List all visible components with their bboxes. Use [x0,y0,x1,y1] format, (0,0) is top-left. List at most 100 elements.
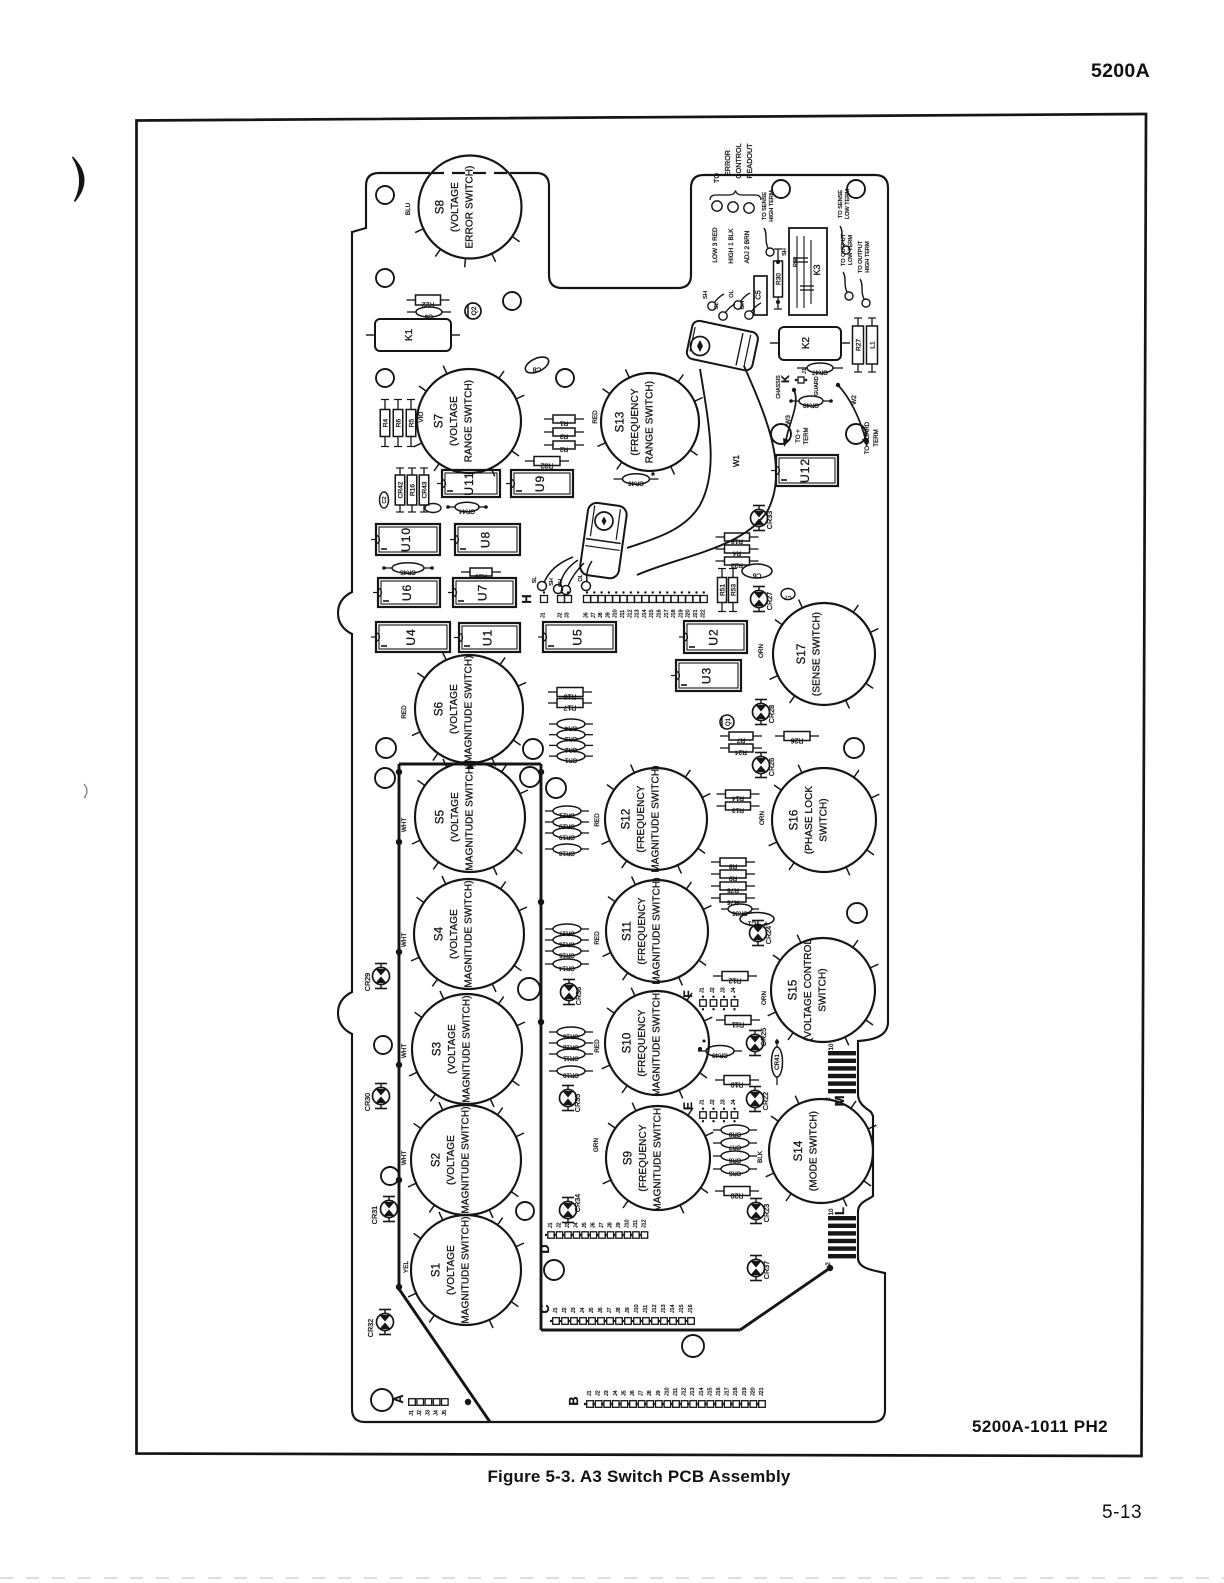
svg-text:C1: C1 [747,920,756,927]
svg-text:J6: J6 [584,612,590,618]
svg-text:J6: J6 [630,1390,636,1396]
svg-text:GRN: GRN [593,1138,600,1152]
svg-text:S3: S3 [432,1042,444,1056]
svg-text:CR37: CR37 [762,1261,771,1279]
svg-text:J1: J1 [587,1390,593,1396]
svg-text:S10: S10 [622,1033,634,1054]
svg-text:J6: J6 [598,1307,604,1313]
svg-text:J3: J3 [565,1222,571,1228]
svg-text:H: H [519,594,534,603]
svg-text:SWITCH): SWITCH) [818,968,829,1011]
svg-text:RANGE SWITCH): RANGE SWITCH) [464,380,475,462]
svg-text:GUARD: GUARD [814,376,820,395]
svg-text:J1: J1 [409,1410,415,1416]
svg-text:TO OUTPUT: TO OUTPUT [841,233,847,266]
svg-text:R3: R3 [559,433,568,440]
svg-text:U5: U5 [571,628,585,645]
svg-text:HIGH 1 BLK: HIGH 1 BLK [728,228,735,264]
svg-text:CR20: CR20 [559,822,575,829]
svg-text:J20: J20 [686,609,692,618]
svg-text:CR22: CR22 [761,1092,770,1110]
svg-text:S17: S17 [796,644,808,665]
svg-text:CHASSIS: CHASSIS [776,375,782,399]
svg-text:CR8: CR8 [728,1130,741,1137]
svg-text:CR26: CR26 [767,758,776,776]
svg-text:J14: J14 [699,1387,705,1396]
svg-text:R29: R29 [475,573,487,580]
svg-text:S4: S4 [434,926,446,941]
svg-text:S13: S13 [615,412,627,433]
svg-text:Q1: Q1 [725,717,732,726]
svg-text:MAGNITUDE SWITCH): MAGNITUDE SWITCH) [652,877,663,984]
svg-text:R6: R6 [395,418,402,427]
svg-text:R4: R4 [732,550,741,557]
svg-text:J3: J3 [721,1099,727,1105]
svg-text:CONTROL: CONTROL [734,143,743,178]
svg-text:ORN: ORN [758,644,765,658]
svg-text:CR42: CR42 [397,481,404,498]
svg-text:J3: J3 [604,1390,610,1396]
svg-text:R1: R1 [559,420,568,427]
svg-text:U8: U8 [479,531,493,548]
svg-text:W1: W1 [732,454,741,467]
svg-text:ADJ 2 BRN: ADJ 2 BRN [744,230,751,263]
svg-text:RED: RED [594,813,601,827]
svg-text:(FREQUENCY: (FREQUENCY [638,1124,649,1191]
svg-text:J15: J15 [649,609,655,618]
svg-text:J21: J21 [759,1387,765,1396]
svg-text:S7: S7 [434,414,446,428]
svg-text:J1: J1 [700,1099,706,1105]
svg-text:R76: R76 [727,899,739,906]
svg-text:J11: J11 [620,610,626,618]
svg-text:MAGNITUDE SWITCH): MAGNITUDE SWITCH) [464,655,475,762]
svg-text:J1: J1 [700,987,706,993]
svg-text:OH: OH [740,301,746,310]
svg-text:CR29: CR29 [363,973,372,991]
svg-text:J10: J10 [664,1387,670,1396]
svg-text:TO +: TO + [796,429,802,443]
svg-text:J8: J8 [598,612,604,618]
svg-text:(FREQUENCY: (FREQUENCY [636,785,647,852]
svg-text:R32: R32 [540,462,553,469]
svg-text:LOW TERM: LOW TERM [848,235,854,265]
svg-text:CR25: CR25 [759,1028,768,1046]
svg-text:J16: J16 [688,1304,694,1313]
svg-text:J18: J18 [733,1387,739,1396]
svg-text:CR41: CR41 [774,1054,781,1070]
svg-text:J5: J5 [442,1410,448,1416]
svg-text:CR24: CR24 [764,926,773,944]
svg-text:R14: R14 [732,795,744,802]
svg-text:R7: R7 [736,737,745,744]
svg-text:CR44: CR44 [459,507,475,514]
svg-text:J1: J1 [802,368,808,374]
svg-text:D: D [538,1244,552,1253]
svg-text:R88: R88 [793,257,799,267]
svg-text:J12: J12 [642,1219,648,1228]
svg-text:(VOLTAGE: (VOLTAGE [446,1135,457,1185]
svg-text:J11: J11 [633,1220,639,1228]
svg-text:J4: J4 [731,987,737,993]
svg-text:(VOLTAGE: (VOLTAGE [447,1024,458,1074]
svg-text:RED: RED [592,410,599,424]
svg-text:ORN: ORN [759,811,766,825]
svg-text:J14: J14 [642,609,648,618]
svg-text:CR28: CR28 [767,705,776,723]
svg-text:U1: U1 [481,629,495,646]
svg-text:J11: J11 [643,1305,649,1313]
svg-text:2: 2 [826,1262,832,1266]
svg-text:CR46: CR46 [628,479,644,486]
svg-text:B: B [567,1396,581,1405]
svg-text:BLK: BLK [757,1150,764,1163]
svg-text:MAGNITUDE SWITCH): MAGNITUDE SWITCH) [653,1104,664,1211]
svg-text:F: F [681,990,695,997]
svg-text:CR16: CR16 [559,940,575,947]
svg-text:J9: J9 [616,1222,622,1228]
svg-text:CR6: CR6 [728,1156,741,1163]
svg-text:L: L [832,1207,847,1215]
svg-text:TO SENSE: TO SENSE [838,190,844,218]
svg-text:S1: S1 [431,1263,443,1277]
svg-text:(VOLTAGE: (VOLTAGE [450,792,461,842]
svg-text:R51: R51 [719,584,726,596]
svg-text:CR35: CR35 [732,909,748,916]
svg-text:K: K [780,375,792,383]
